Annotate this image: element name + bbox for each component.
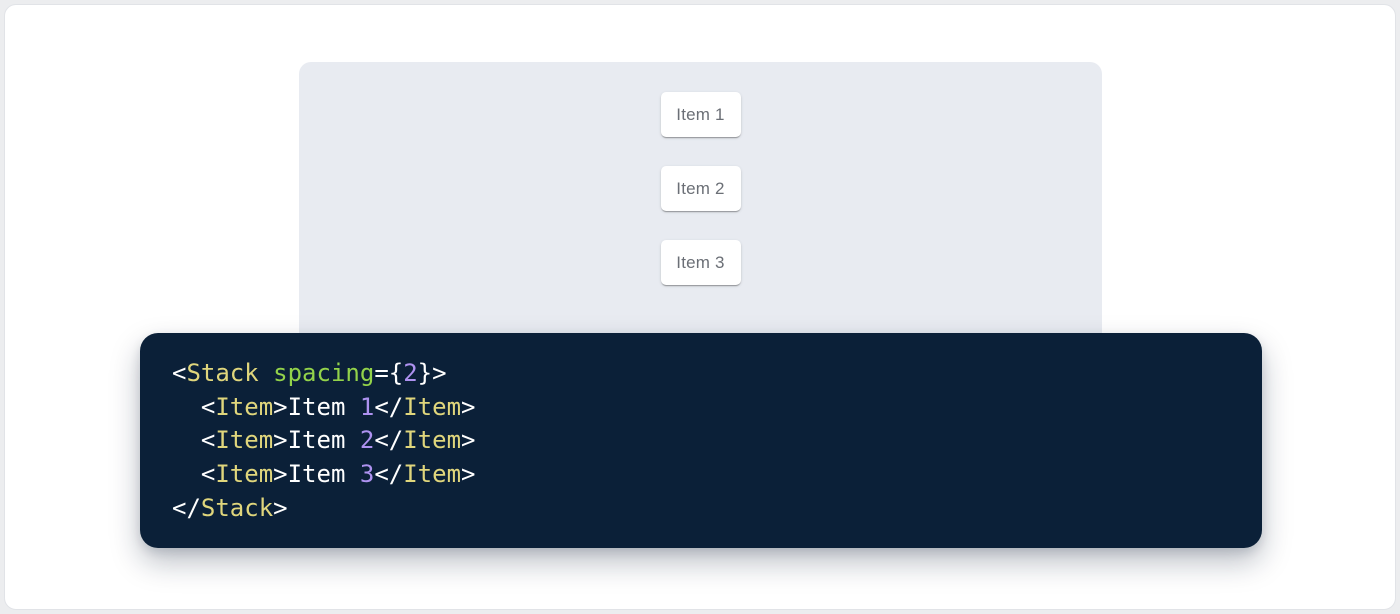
code-line: <Stack spacing={2}> — [172, 357, 1230, 391]
code-token-plain: </ — [374, 460, 404, 489]
item-card: Item 2 — [660, 166, 741, 211]
code-token-tag: Item — [215, 460, 274, 489]
code-token-tag: Item — [403, 460, 462, 489]
code-token-number: 2 — [359, 426, 375, 455]
code-token-plain: < — [172, 392, 216, 421]
code-line: <Item>Item 2</Item> — [172, 424, 1230, 458]
code-token-tag: Stack — [186, 359, 259, 387]
code-token-plain: ={ — [374, 359, 404, 387]
code-token-plain: Item — [287, 460, 360, 489]
item-card: Item 3 — [660, 240, 741, 285]
page-card: Item 1 Item 2 Item 3 <Stack spacing={2}>… — [4, 4, 1396, 610]
code-token-plain — [259, 359, 273, 387]
code-line: </Stack> — [172, 492, 1230, 526]
code-token-attribute: spacing — [273, 359, 375, 387]
code-token-plain: < — [172, 460, 216, 489]
code-token-plain: > — [461, 426, 476, 455]
code-token-tag: Item — [215, 426, 274, 455]
code-token-tag: Stack — [200, 493, 274, 522]
code-token-plain: }> — [417, 359, 447, 387]
code-token-plain: < — [172, 359, 187, 387]
code-token-tag: Item — [403, 392, 462, 421]
preview-panel: Item 1 Item 2 Item 3 — [299, 62, 1102, 362]
code-token-plain: > — [273, 493, 288, 522]
code-token-plain: > — [273, 460, 288, 489]
code-token-plain: </ — [374, 426, 404, 455]
code-token-plain: </ — [172, 493, 201, 522]
item-card: Item 1 — [660, 92, 741, 137]
item-label: Item 1 — [676, 104, 725, 124]
code-token-plain: > — [273, 426, 288, 455]
code-token-number: 1 — [359, 392, 375, 421]
code-token-plain: Item — [287, 392, 360, 421]
code-token-plain: > — [461, 392, 476, 421]
code-token-plain: </ — [374, 392, 404, 421]
code-line: <Item>Item 3</Item> — [172, 458, 1230, 492]
code-token-tag: Item — [215, 392, 274, 421]
code-block: <Stack spacing={2}> <Item>Item 1</Item> … — [140, 333, 1262, 548]
code-token-tag: Item — [403, 426, 462, 455]
item-label: Item 3 — [676, 252, 725, 272]
code-token-number: 2 — [403, 359, 418, 387]
code-token-number: 3 — [359, 460, 375, 489]
code-token-plain: > — [273, 392, 288, 421]
code-token-plain: > — [461, 460, 476, 489]
code-line: <Item>Item 1</Item> — [172, 391, 1230, 425]
code-token-plain: < — [172, 426, 216, 455]
item-label: Item 2 — [676, 178, 725, 198]
code-token-plain: Item — [287, 426, 360, 455]
